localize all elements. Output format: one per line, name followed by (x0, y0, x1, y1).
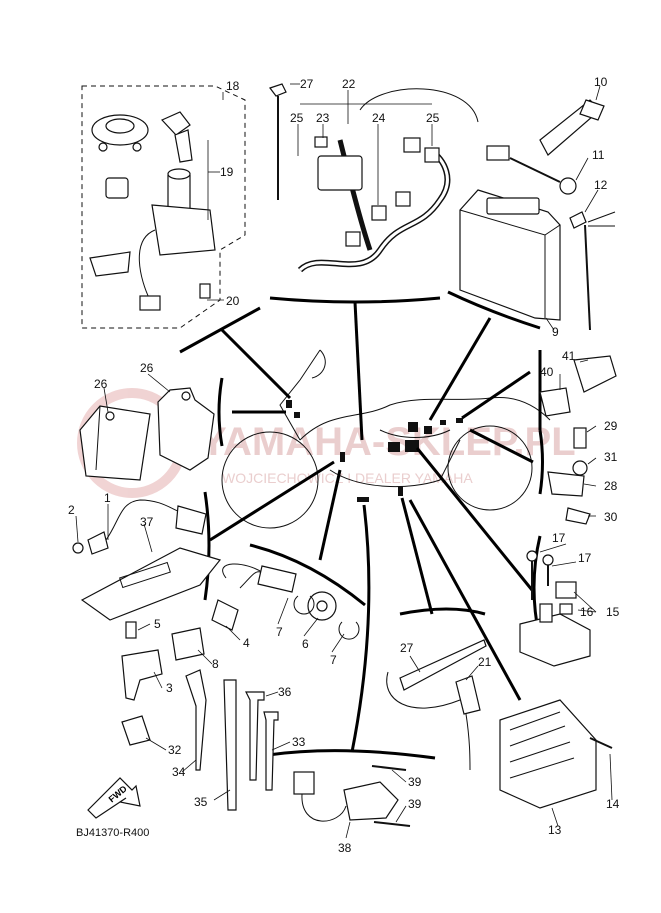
watermark: YAMAHA-SKLEP.PL WOJCIECHOWICZ I DEALER Y… (77, 388, 576, 498)
ecu-cover (79, 387, 215, 481)
callout-17-bottom: 17 (578, 551, 592, 565)
gear-clips (293, 591, 360, 640)
callout-9: 9 (552, 325, 559, 339)
callout-37: 37 (140, 515, 154, 529)
callout-34: 34 (172, 765, 186, 779)
callout-27-top: 27 (300, 77, 314, 91)
callout-32: 32 (168, 743, 182, 757)
callout-18: 18 (226, 79, 240, 93)
motorcycle-outline (221, 349, 551, 529)
leader-lines (75, 83, 613, 839)
callout-28: 28 (604, 479, 618, 493)
callout-15: 15 (606, 605, 620, 619)
callout-17-top: 17 (552, 531, 566, 545)
callout-7-left: 7 (276, 625, 283, 639)
callout-29: 29 (604, 419, 618, 433)
bracket-28-31 (547, 427, 591, 525)
callout-21: 21 (478, 655, 492, 669)
callout-39-top: 39 (408, 775, 422, 789)
callout-13: 13 (548, 823, 562, 837)
callout-16: 16 (580, 605, 594, 619)
callout-3: 3 (166, 681, 173, 695)
callout-22: 22 (342, 77, 356, 91)
callout-1: 1 (104, 491, 111, 505)
callout-36: 36 (278, 685, 292, 699)
main-switch-set (89, 111, 216, 311)
callout-25-left: 25 (290, 111, 304, 125)
callout-5: 5 (154, 617, 161, 631)
center-connectors (286, 400, 463, 502)
callout-40: 40 (540, 365, 554, 379)
callout-6: 6 (302, 637, 309, 651)
callout-30: 30 (604, 510, 618, 524)
callout-38: 38 (338, 841, 352, 855)
callout-39-bottom: 39 (408, 797, 422, 811)
wire-harness (269, 83, 479, 273)
callout-35: 35 (194, 795, 208, 809)
callout-23: 23 (316, 111, 330, 125)
callout-8: 8 (212, 657, 219, 671)
callout-41: 41 (562, 349, 576, 363)
callout-4: 4 (243, 636, 250, 650)
fwd-arrow-icon: FWD (87, 777, 141, 819)
callout-27-bottom: 27 (400, 641, 414, 655)
callout-26-left: 26 (94, 377, 108, 391)
callout-24: 24 (372, 111, 386, 125)
connectors-40-41 (539, 355, 617, 417)
battery-band (539, 99, 605, 156)
diagram-code: BJ41370-R400 (76, 827, 149, 839)
battery-cables (486, 145, 616, 331)
callout-labels: 18 19 20 27 22 25 23 24 25 10 11 12 9 41… (68, 75, 620, 855)
watermark-sub: WOJCIECHOWICZ I DEALER YAMAHA (222, 470, 473, 486)
cable-ties (185, 639, 487, 811)
callout-11: 11 (592, 148, 605, 162)
sensor-lead (72, 499, 207, 555)
starter-relay (519, 550, 591, 667)
callout-2: 2 (68, 503, 75, 517)
watermark-main: YAMAHA-SKLEP.PL (200, 420, 576, 464)
callout-25-right: 25 (426, 111, 440, 125)
key-set-outline (81, 85, 246, 329)
callout-31: 31 (604, 450, 618, 464)
callout-10: 10 (594, 75, 608, 89)
battery (459, 189, 561, 321)
mount-plate (80, 547, 222, 621)
callout-12: 12 (594, 178, 608, 192)
callout-33: 33 (292, 735, 306, 749)
callout-14: 14 (606, 797, 620, 811)
neutral-switch (386, 671, 481, 771)
callout-7-right: 7 (330, 653, 337, 667)
callout-26-right: 26 (140, 361, 154, 375)
rectifier-regulator (499, 699, 613, 809)
starter-switch (293, 765, 411, 827)
callout-20: 20 (226, 294, 240, 308)
callout-19: 19 (220, 165, 234, 179)
pointer-lines (179, 290, 544, 760)
